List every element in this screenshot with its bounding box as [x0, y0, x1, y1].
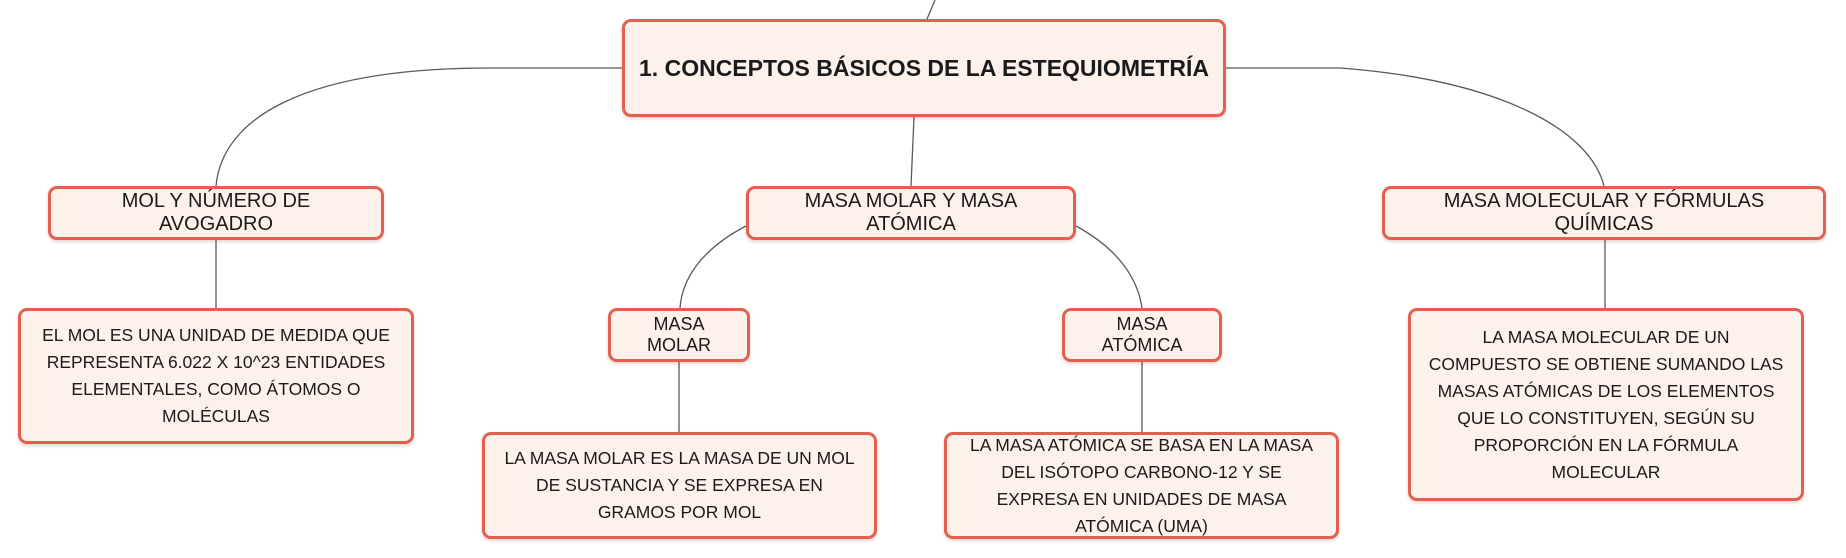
detail-masa-atomica-text: LA MASA ATÓMICA SE BASA EN LA MASA DEL I…	[969, 434, 1313, 536]
connector-masa-to-masa-atomica	[1075, 225, 1143, 309]
subtopic-masa-atomica[interactable]: MASA ATÓMICA	[1062, 308, 1222, 362]
topic-masa-molar-atomica-label: MASA MOLAR Y MASA ATÓMICA	[804, 190, 1018, 235]
connector-parent-to-root	[926, 0, 936, 20]
topic-masa-molecular-label: MASA MOLECULAR Y FÓRMULAS QUÍMICAS	[1443, 190, 1765, 235]
topic-mol-avogadro[interactable]: MOL Y NÚMERO DE AVOGADRO	[48, 186, 384, 240]
root-topic[interactable]: 1. CONCEPTOS BÁSICOS DE LA ESTEQUIOMETRÍ…	[622, 19, 1226, 117]
detail-masa-molecular-text: LA MASA MOLECULAR DE UN COMPUESTO SE OBT…	[1428, 326, 1784, 482]
topic-masa-molar-atomica[interactable]: MASA MOLAR Y MASA ATÓMICA	[746, 186, 1076, 240]
connector-root-to-mol	[215, 67, 622, 187]
subtopic-masa-molar-label: MASA MOLAR	[646, 314, 711, 355]
topic-masa-molecular[interactable]: MASA MOLECULAR Y FÓRMULAS QUÍMICAS	[1382, 186, 1826, 240]
detail-masa-molar-text: LA MASA MOLAR ES LA MASA DE UN MOL DE SU…	[504, 448, 855, 522]
subtopic-masa-molar[interactable]: MASA MOLAR	[608, 308, 750, 362]
connector-root-to-masa	[910, 116, 915, 187]
subtopic-masa-atomica-label: MASA ATÓMICA	[1101, 314, 1183, 355]
connector-root-to-molecular	[1226, 67, 1605, 187]
connector-masa-to-masa-molar	[679, 225, 747, 309]
detail-masa-molar[interactable]: LA MASA MOLAR ES LA MASA DE UN MOL DE SU…	[482, 432, 877, 539]
detail-mol-avogadro-text: EL MOL ES UNA UNIDAD DE MEDIDA QUE REPRE…	[42, 325, 390, 426]
detail-mol-avogadro[interactable]: EL MOL ES UNA UNIDAD DE MEDIDA QUE REPRE…	[18, 308, 414, 444]
detail-masa-atomica[interactable]: LA MASA ATÓMICA SE BASA EN LA MASA DEL I…	[944, 432, 1339, 539]
topic-mol-avogadro-label: MOL Y NÚMERO DE AVOGADRO	[121, 190, 311, 235]
root-topic-label: 1. CONCEPTOS BÁSICOS DE LA ESTEQUIOMETRÍ…	[639, 54, 1209, 81]
detail-masa-molecular[interactable]: LA MASA MOLECULAR DE UN COMPUESTO SE OBT…	[1408, 308, 1804, 501]
